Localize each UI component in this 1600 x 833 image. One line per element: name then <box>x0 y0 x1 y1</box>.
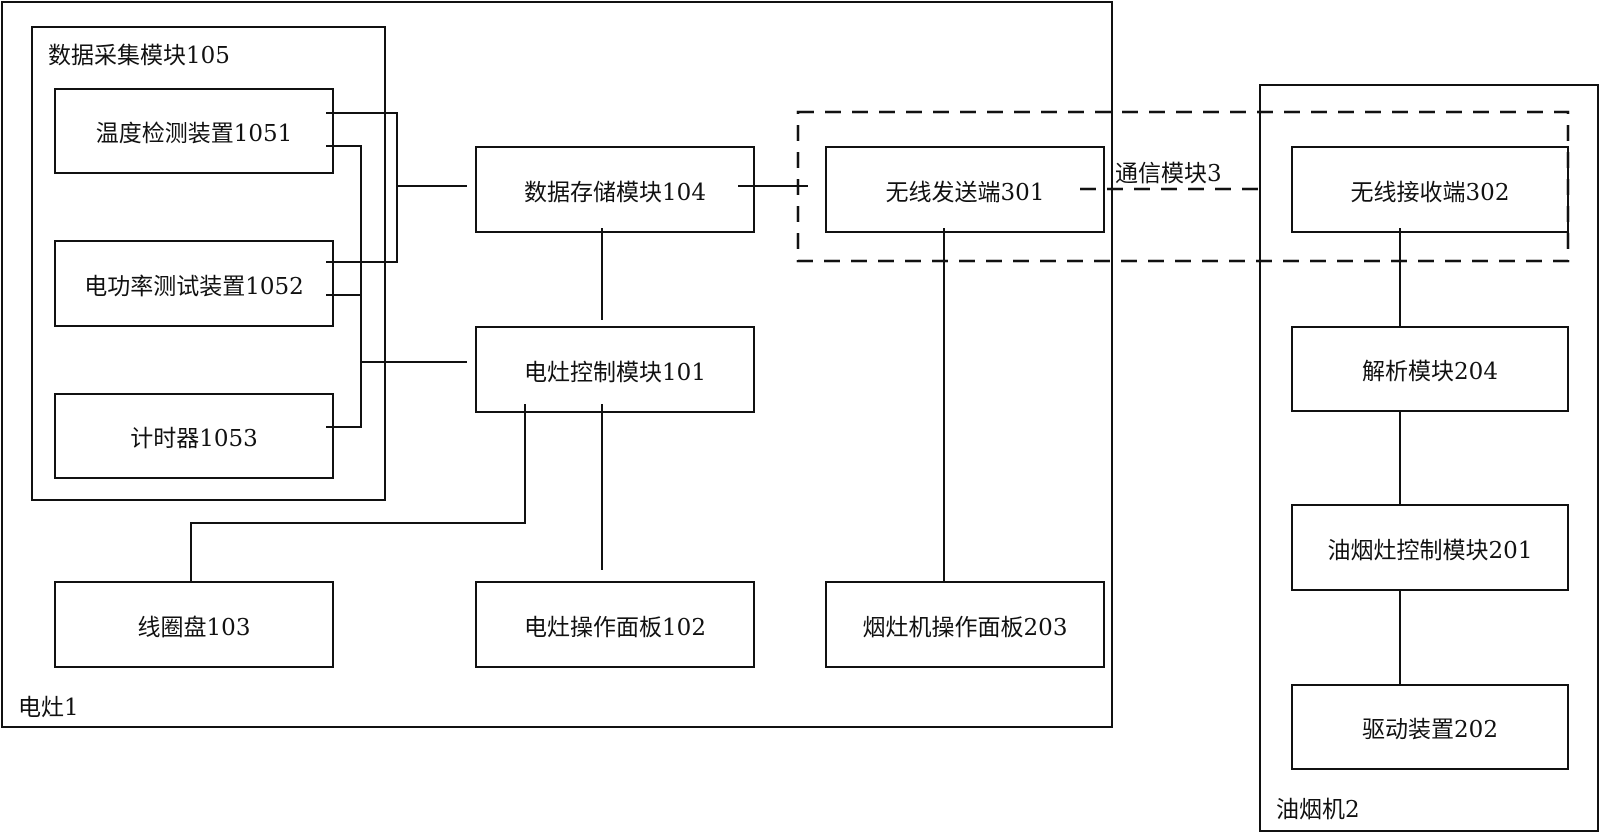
data-storage-label: 数据存储模块104 <box>524 179 706 206</box>
hood-panel-node: 烟灶机操作面板203 <box>825 581 1105 668</box>
hood-control-label: 油烟灶控制模块201 <box>1327 537 1533 564</box>
stove-control-node: 电灶控制模块101 <box>475 326 755 413</box>
drive-label: 驱动装置202 <box>1362 717 1498 743</box>
range-hood-container <box>1259 84 1599 832</box>
hood-panel-label: 烟灶机操作面板203 <box>862 614 1068 641</box>
stove-control-label: 电灶控制模块101 <box>524 359 706 386</box>
timer-node: 计时器1053 <box>54 393 334 479</box>
wire-1051-bus-b <box>326 145 362 428</box>
power-tester-label: 电功率测试装置1052 <box>84 273 304 300</box>
wireless-tx-label: 无线发送端301 <box>885 179 1045 206</box>
wireless-tx-node: 无线发送端301 <box>825 146 1105 233</box>
wireless-rx-node: 无线接收端302 <box>1291 146 1569 233</box>
stove-container-label: 电灶1 <box>18 695 79 721</box>
coil-plate-node: 线圈盘103 <box>54 581 334 668</box>
hood-control-node: 油烟灶控制模块201 <box>1291 504 1569 591</box>
temp-sensor-label: 温度检测装置1051 <box>95 121 293 147</box>
timer-label: 计时器1053 <box>130 426 258 452</box>
stove-container <box>1 1 1113 728</box>
wireless-rx-label: 无线接收端302 <box>1350 179 1510 206</box>
communication-module-label: 通信模块3 <box>1115 161 1222 187</box>
drive-node: 驱动装置202 <box>1291 684 1569 770</box>
power-tester-node: 电功率测试装置1052 <box>54 240 334 327</box>
data-collection-container <box>31 26 386 501</box>
range-hood-container-label: 油烟机2 <box>1276 797 1360 823</box>
stove-panel-node: 电灶操作面板102 <box>475 581 755 668</box>
parser-node: 解析模块204 <box>1291 326 1569 412</box>
data-collection-label: 数据采集模块105 <box>48 43 230 69</box>
parser-label: 解析模块204 <box>1362 359 1498 385</box>
stove-panel-label: 电灶操作面板102 <box>524 614 706 641</box>
wire-101-103 <box>190 404 526 581</box>
coil-plate-label: 线圈盘103 <box>137 614 251 641</box>
data-storage-node: 数据存储模块104 <box>475 146 755 233</box>
temp-sensor-node: 温度检测装置1051 <box>54 88 334 174</box>
